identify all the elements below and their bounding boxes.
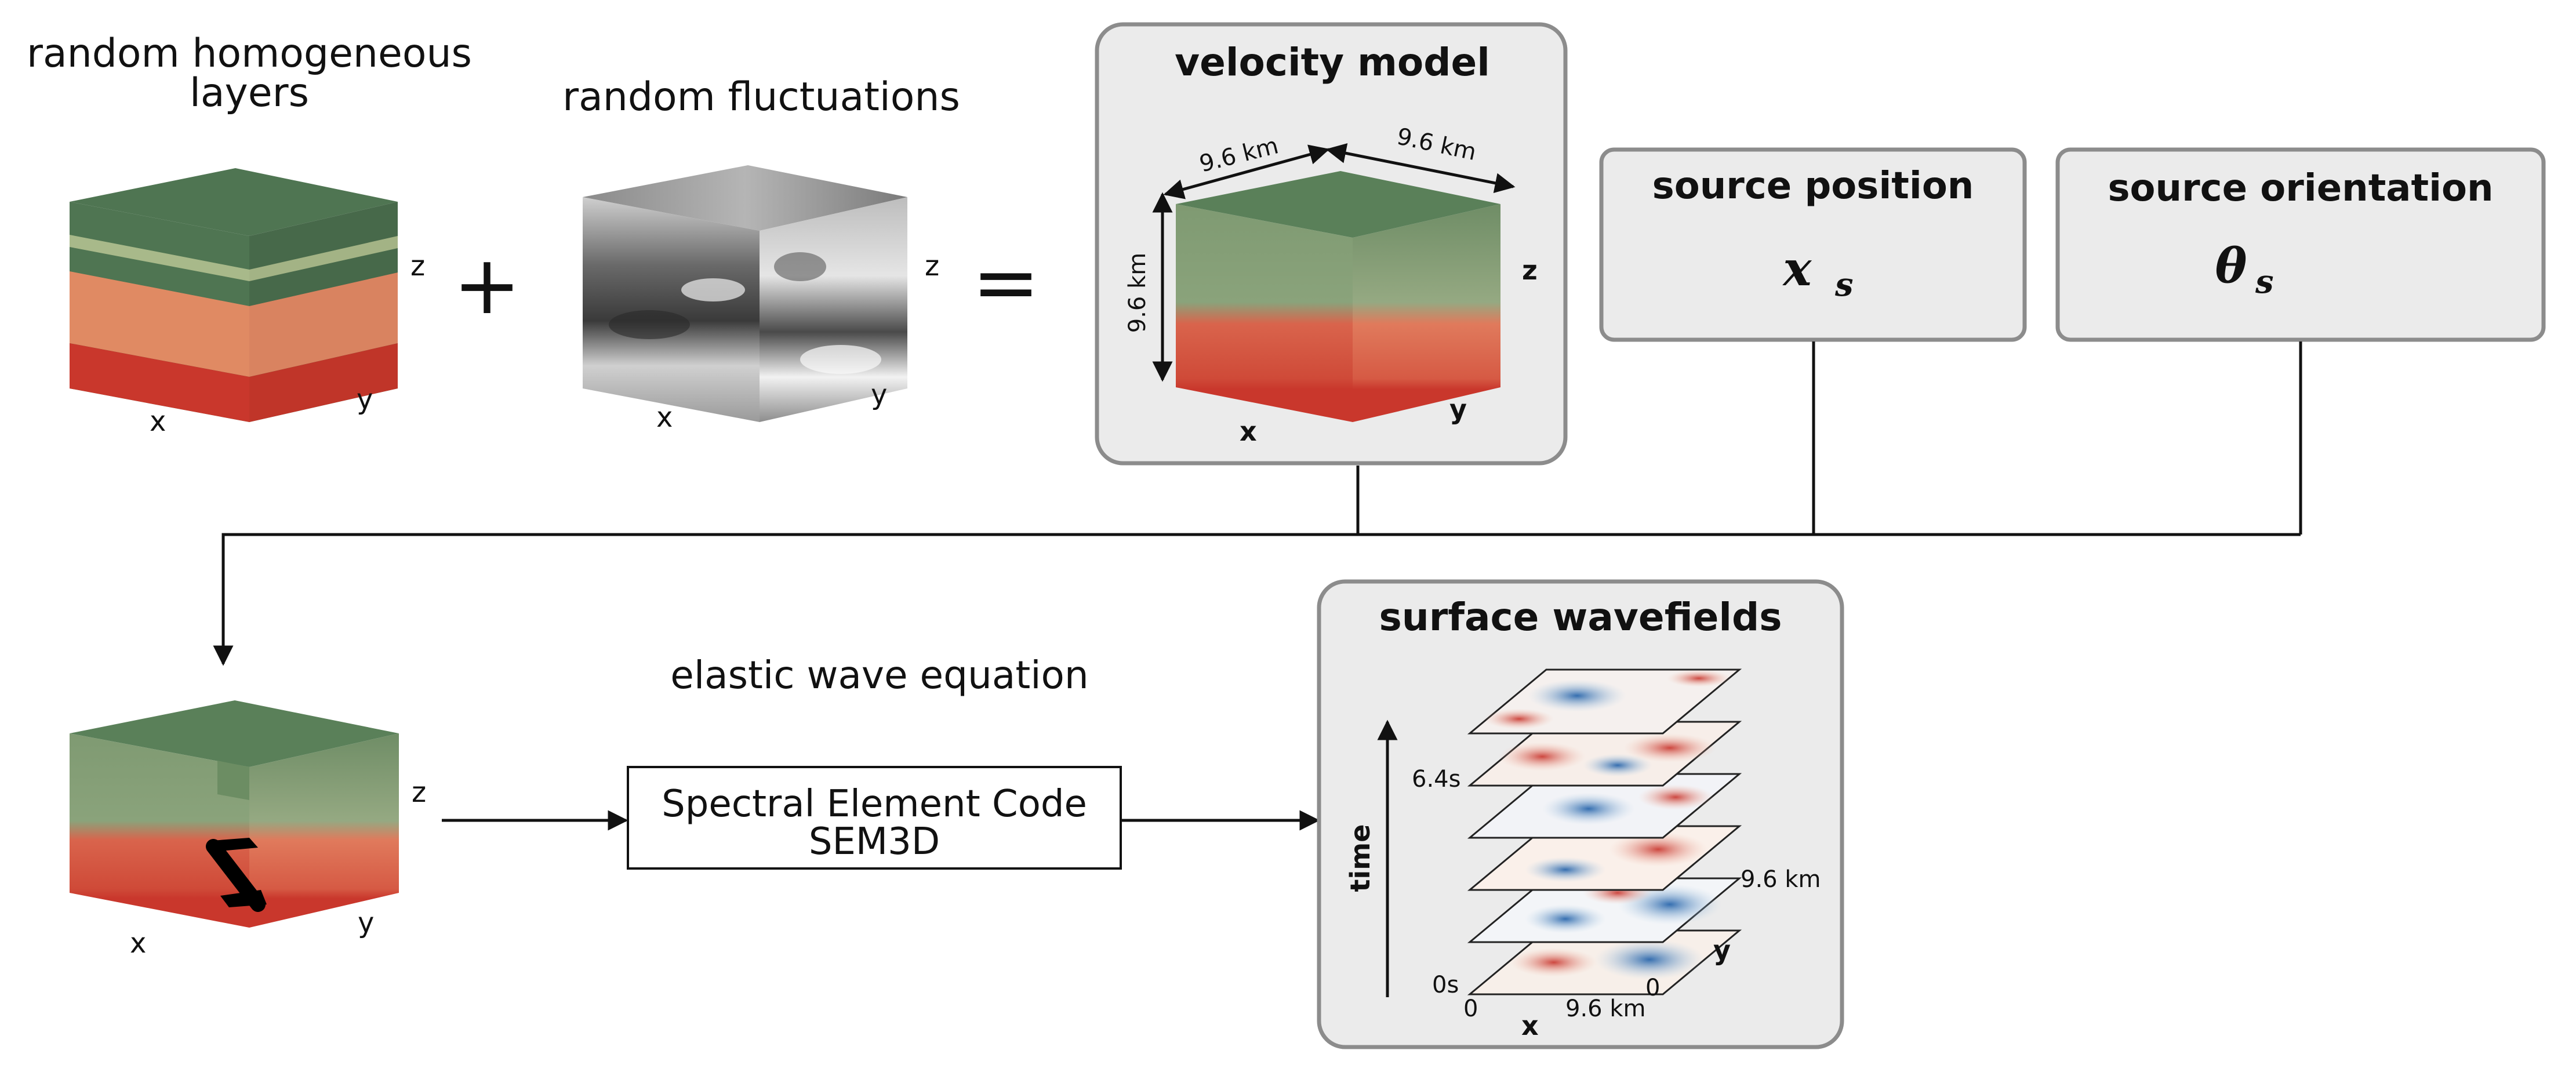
sem-line1: Spectral Element Code [662, 783, 1087, 826]
velocity-dim-height: 9.6 km [1124, 253, 1151, 333]
source-orientation-title: source orientation [2108, 167, 2493, 210]
layers-title-line1: random homogeneous [27, 31, 472, 77]
wavefield-slice-4 [1467, 773, 1742, 839]
time-axis-label: time [1345, 824, 1376, 892]
fluct-axis-z: z [925, 250, 939, 282]
layers-title-line2: layers [190, 70, 309, 116]
sw-axis-x: x [1521, 1010, 1539, 1041]
layers-axis-y: y [357, 383, 373, 416]
surface-wavefields-box: surface wavefields [1317, 579, 1844, 1049]
velocity-model-box: velocity model 9.6 km 9.6 km 9.6 km x y … [1095, 22, 1568, 466]
surface-title: surface wavefields [1379, 595, 1782, 639]
velocity-title: velocity model [1175, 40, 1490, 85]
layered-cube: random homogeneous layers x y z [27, 31, 472, 438]
sw-xmax-label: 9.6 km [1565, 995, 1645, 1022]
source-orientation-box: source orientation θ s [2055, 147, 2546, 342]
source-cube: x y z [70, 700, 426, 960]
wavefield-slice-3 [1467, 825, 1742, 891]
layers-axis-z: z [410, 250, 425, 282]
layers-axis-x: x [150, 405, 166, 438]
source-position-symbol: x [1782, 241, 1812, 297]
velocity-axis-y: y [1449, 394, 1467, 425]
source-fault-icon [206, 838, 267, 912]
source-orientation-subscript: s [2255, 263, 2274, 301]
fluct-title: random fluctuations [562, 74, 960, 120]
source-cube-axis-y: y [358, 907, 374, 939]
plus-sign: + [453, 238, 521, 333]
source-position-box: source position x s [1599, 147, 2027, 342]
sw-axis-y: y [1713, 935, 1731, 966]
wavefield-slice-5 [1467, 721, 1742, 787]
sw-y0-label: 0 [1645, 975, 1660, 1001]
velocity-axis-z: z [1522, 255, 1538, 286]
velocity-axis-x: x [1240, 416, 1257, 447]
time-start-label: 0s [1432, 972, 1459, 998]
source-position-title: source position [1652, 165, 1974, 208]
fluctuation-cube: random fluctuations x y z [562, 74, 960, 434]
wavefield-slice-6 [1467, 668, 1742, 735]
source-orientation-symbol: θ [2215, 238, 2247, 294]
source-cube-axis-z: z [412, 776, 426, 809]
wavefield-slice-1 [1467, 929, 1742, 995]
sw-ymax-label: 9.6 km [1741, 866, 1821, 893]
fluct-axis-x: x [656, 401, 673, 434]
equals-sign: = [972, 235, 1040, 330]
source-cube-axis-x: x [130, 927, 146, 960]
fluct-axis-y: y [871, 379, 887, 411]
sw-x0-label: 0 [1463, 995, 1478, 1022]
equation-label: elastic wave equation [670, 653, 1089, 697]
connectors [213, 341, 2302, 831]
source-position-subscript: s [1834, 266, 1854, 304]
time-end-label: 6.4s [1412, 766, 1460, 793]
sem3d-box: Spectral Element Code SEM3D [627, 766, 1122, 870]
sem-line2: SEM3D [809, 820, 940, 863]
